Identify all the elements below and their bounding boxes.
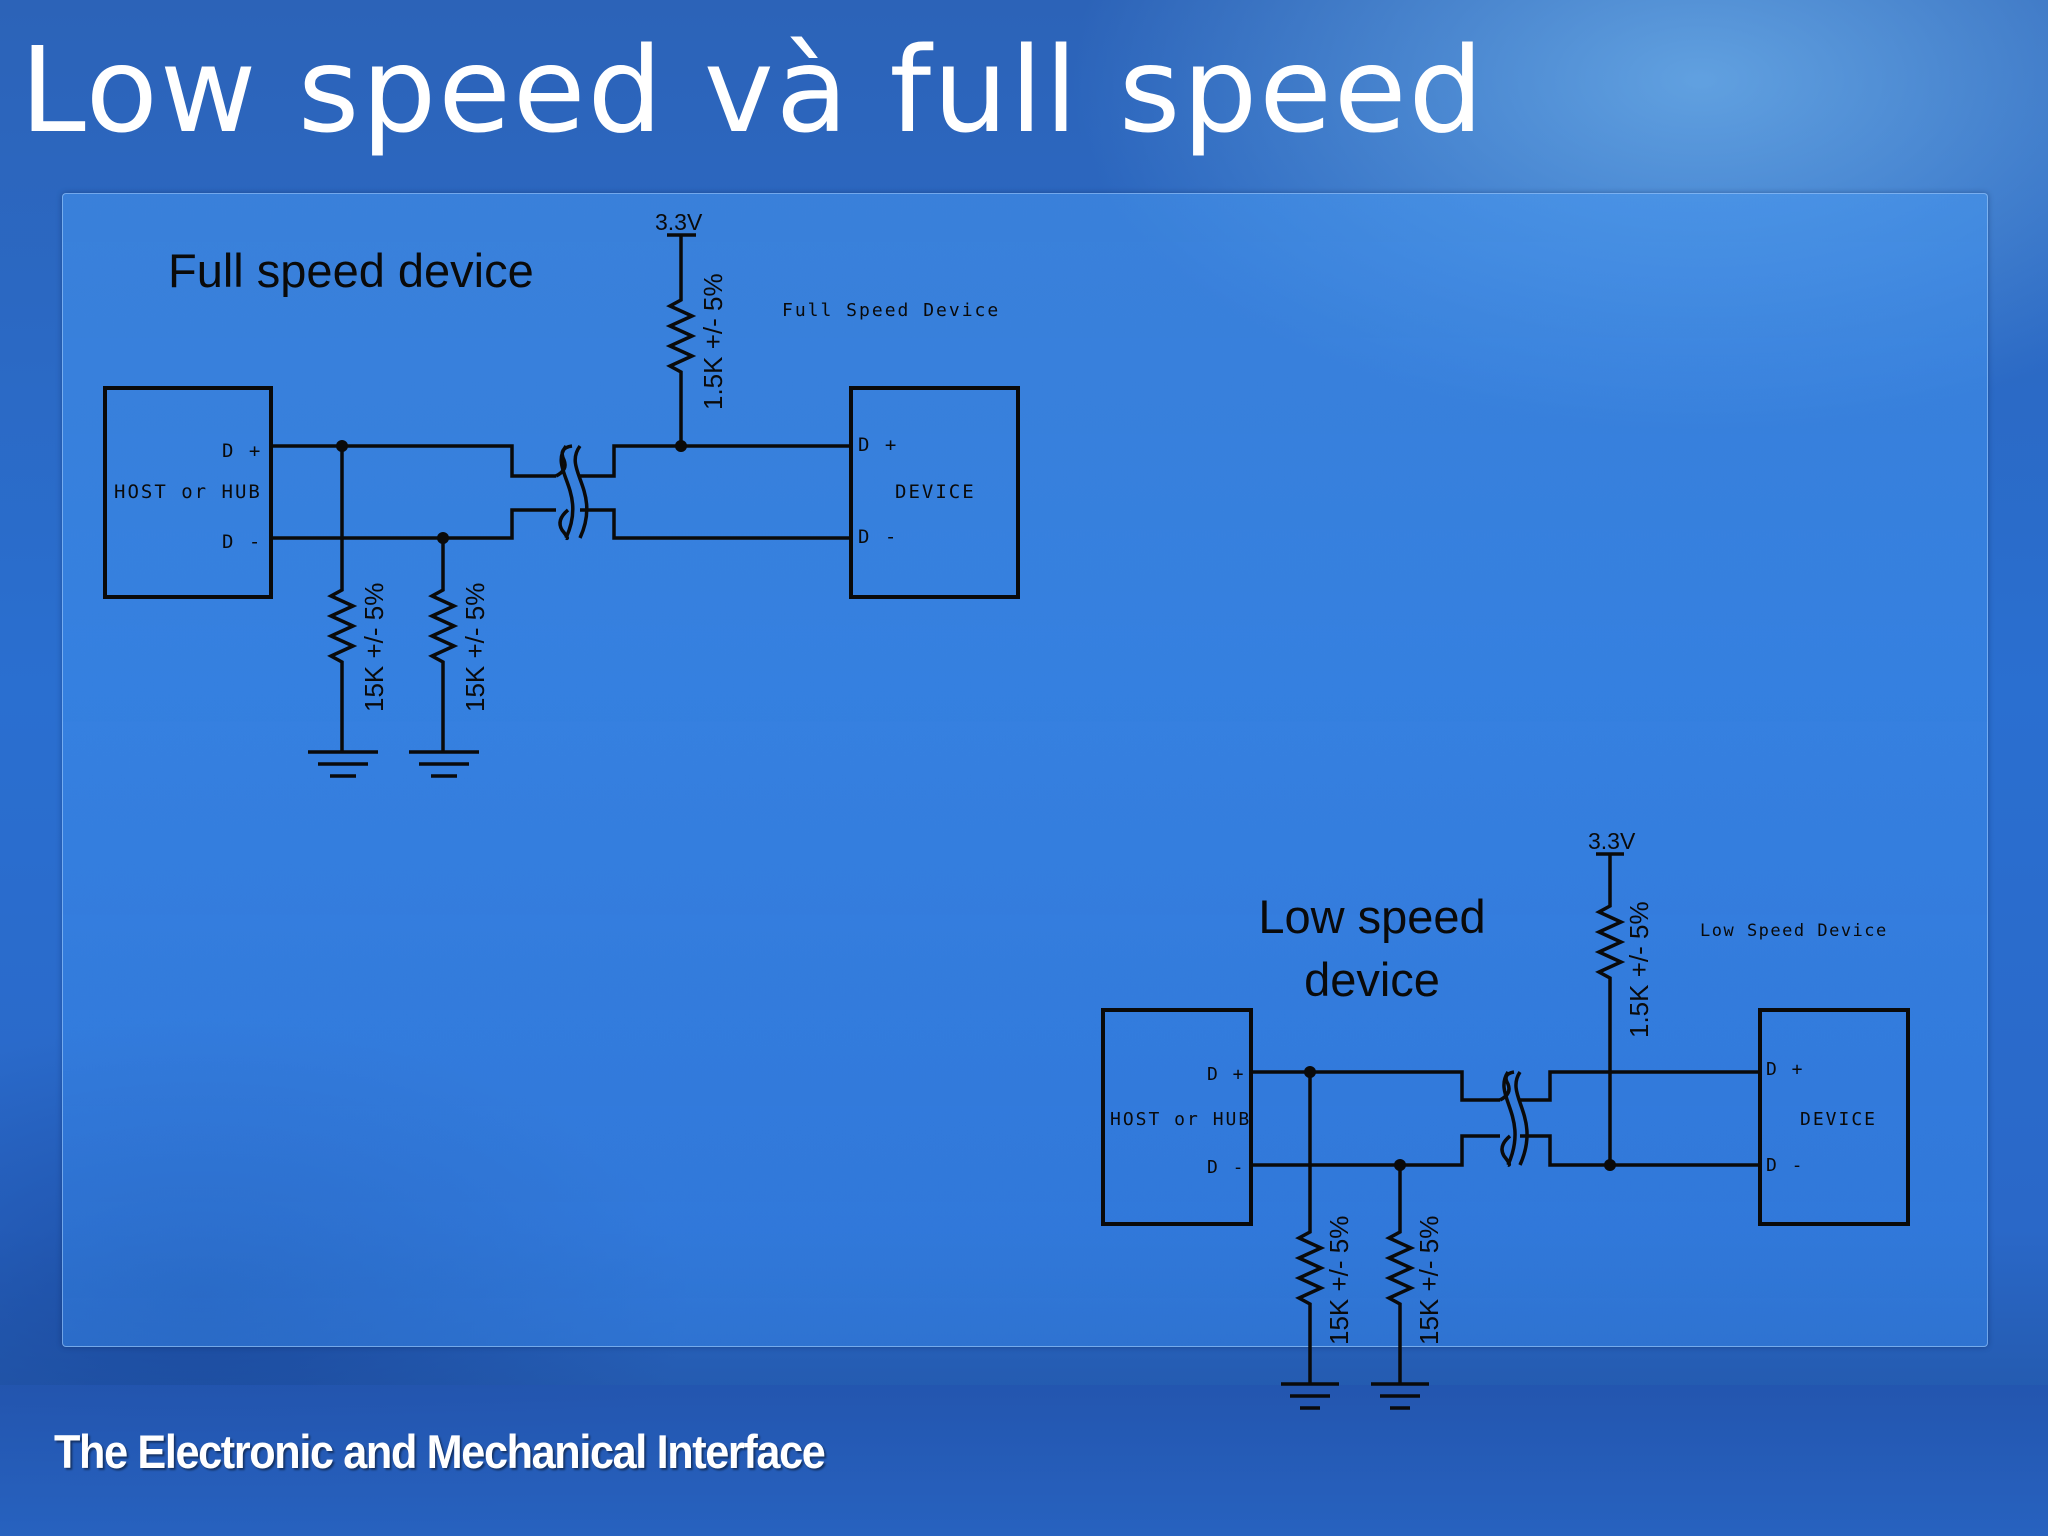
host-label: HOST or HUB	[114, 481, 262, 503]
device-caption: Low Speed Device	[1700, 921, 1888, 941]
host-box	[1101, 1008, 1253, 1226]
device-dplus-label: D +	[1766, 1059, 1805, 1080]
pulldown-resistor-2	[1384, 1165, 1416, 1384]
footer-title: The Electronic and Mechanical Interface	[54, 1425, 826, 1478]
slide-title: Low speed và full speed	[20, 21, 1486, 159]
host-dplus-label: D +	[1207, 1064, 1246, 1085]
twist-line-a	[559, 444, 575, 539]
host-box	[103, 386, 273, 599]
twist-line-b	[1514, 1071, 1529, 1166]
pullup-label: 1.5K +/- 5%	[1624, 901, 1654, 1038]
pullup-resistor	[665, 235, 697, 446]
twist-line-a	[1502, 1071, 1517, 1166]
low-speed-caption-line1: Low speed	[1258, 890, 1485, 943]
dminus-line-right	[580, 508, 851, 540]
device-box	[1758, 1008, 1910, 1226]
content-panel	[62, 193, 1988, 1347]
ground-icon	[1371, 1382, 1429, 1410]
ground-icon	[409, 750, 479, 778]
footer-band	[0, 1385, 2048, 1536]
dplus-line-left	[271, 444, 556, 478]
host-label: HOST or HUB	[1110, 1109, 1251, 1130]
junction-dot	[1604, 1159, 1616, 1171]
ground-icon	[308, 750, 378, 778]
device-label: DEVICE	[1800, 1109, 1877, 1130]
pullup-label: 1.5K +/- 5%	[698, 273, 728, 410]
pulldown-1-label: 15K +/- 5%	[359, 583, 389, 712]
supply-label: 3.3V	[655, 209, 703, 235]
pulldown-resistor-2	[427, 538, 459, 752]
pulldown-resistor-1	[1294, 1072, 1326, 1384]
device-dminus-label: D -	[858, 526, 898, 548]
pulldown-resistor-1	[326, 446, 358, 752]
dminus-line-left	[271, 508, 556, 540]
low-speed-caption-line2: device	[1304, 953, 1440, 1006]
low-speed-circuit: Low speed device D + HOST or HUB D - D +…	[1101, 828, 1910, 1410]
pullup-resistor	[1594, 854, 1626, 1165]
pulldown-2-label: 15K +/- 5%	[460, 583, 490, 712]
junction-dot	[675, 440, 687, 452]
supply-label: 3.3V	[1588, 828, 1636, 854]
device-box	[849, 386, 1020, 599]
dplus-line-left	[1251, 1070, 1500, 1102]
dminus-line-left	[1251, 1134, 1500, 1167]
dminus-line-right	[1520, 1134, 1760, 1167]
twist-line-b	[573, 444, 589, 539]
pulldown-2-label: 15K +/- 5%	[1414, 1216, 1444, 1345]
pulldown-1-label: 15K +/- 5%	[1324, 1216, 1354, 1345]
full-speed-circuit: Full speed device D + HOST or HUB D - D …	[103, 209, 1020, 778]
host-dplus-label: D +	[222, 440, 262, 462]
dplus-line-right	[580, 444, 851, 478]
dplus-line-right	[1520, 1070, 1760, 1102]
device-label: DEVICE	[895, 481, 976, 503]
host-dminus-label: D -	[1207, 1157, 1246, 1178]
device-dminus-label: D -	[1766, 1155, 1805, 1176]
device-dplus-label: D +	[858, 434, 898, 456]
host-dminus-label: D -	[222, 531, 262, 553]
full-speed-caption: Full speed device	[168, 244, 534, 297]
ground-icon	[1281, 1382, 1339, 1410]
device-caption: Full Speed Device	[782, 300, 1000, 321]
